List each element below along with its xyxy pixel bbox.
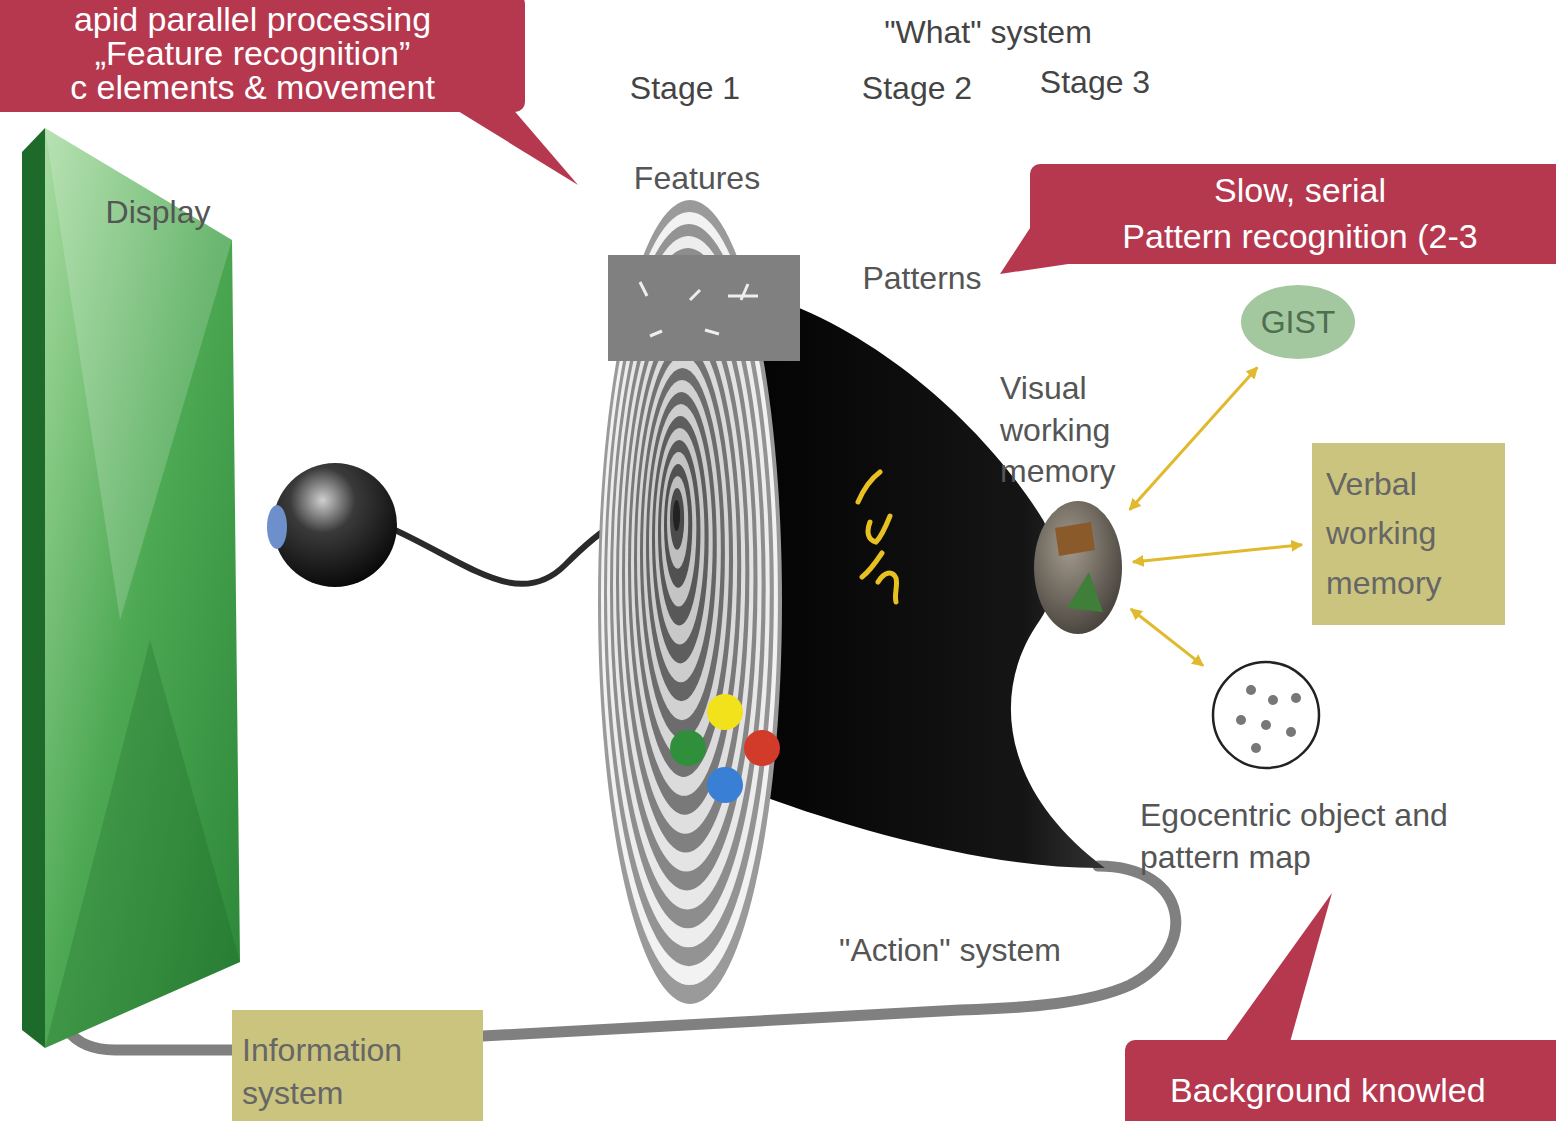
- map-dot: [1246, 685, 1256, 695]
- map-circle-outline: [1211, 660, 1321, 770]
- map-dot: [1268, 695, 1278, 705]
- gist-shape: [1241, 285, 1355, 359]
- node-text: apid parallel processing: [74, 2, 431, 36]
- node-text: c elements & movement: [70, 70, 435, 104]
- memory-link-arrow: [1130, 367, 1258, 509]
- map-dot: [1286, 727, 1296, 737]
- map-dot: [1261, 720, 1271, 730]
- gist-ellipse: GIST: [1240, 284, 1356, 360]
- color-dot: [707, 767, 743, 803]
- disc-ring: [649, 404, 713, 682]
- disc-ring: [652, 416, 709, 663]
- node-text: Background knowled: [1170, 1070, 1486, 1111]
- callout-box: Background knowled: [1125, 1040, 1556, 1121]
- disc-ring: [667, 476, 688, 569]
- pupil: [267, 505, 287, 549]
- disc-ring: [655, 428, 705, 644]
- feature-marks: [640, 282, 758, 336]
- disc-ring: [643, 380, 721, 720]
- color-dot: [707, 694, 743, 730]
- disc-ring: [628, 320, 741, 815]
- node-text: Pattern recognition (2-3: [1122, 214, 1477, 260]
- disc-ring: [673, 500, 680, 531]
- memory-object: [1067, 572, 1103, 612]
- diagram-label: "Action" system: [839, 932, 1061, 969]
- pattern-glyph: [858, 472, 897, 602]
- system-box: Information system: [232, 1010, 483, 1121]
- diagram-label: Features: [634, 160, 760, 197]
- diagram-label: Stage 2: [862, 70, 972, 107]
- memory-oval: Visual working memory: [1033, 500, 1123, 635]
- node-text: Information system: [242, 1029, 402, 1115]
- callout-box: apid parallel processing„Feature recogni…: [0, 0, 525, 112]
- map-dot: [1291, 693, 1301, 703]
- node-text: Verbal working memory: [1326, 460, 1442, 609]
- node-text: „Feature recognition”: [95, 36, 411, 70]
- color-dot: [744, 730, 780, 766]
- map-dot: [1251, 743, 1261, 753]
- map-shape: [1213, 662, 1319, 768]
- disc-ring: [622, 296, 749, 853]
- diagram-label: Display: [106, 194, 211, 231]
- display-side: [22, 128, 45, 1048]
- callout-pointer: [440, 100, 578, 185]
- disc-ring: [661, 452, 696, 607]
- cable: [483, 866, 1176, 1036]
- eyeball: [273, 463, 397, 587]
- outside-label: Visual working memory: [1000, 368, 1116, 493]
- disc-ring: [640, 368, 725, 739]
- disc-ring: [619, 284, 753, 872]
- disc-ring: [616, 272, 758, 890]
- map-circle: Egocentric object and pattern map: [1211, 660, 1321, 770]
- disc-ring: [658, 440, 700, 626]
- disc-ring: [670, 488, 684, 550]
- feature-patch: [608, 255, 800, 361]
- display-facet: [45, 128, 232, 620]
- callout-box: Slow, serialPattern recognition (2-3: [1030, 164, 1556, 264]
- disc-ring: [625, 308, 745, 834]
- node-text: GIST: [1261, 303, 1336, 341]
- memory-link-arrow: [1131, 609, 1203, 666]
- diagram-label: Stage 1: [630, 70, 740, 107]
- disc-ring: [664, 464, 692, 588]
- diagram-label: "What" system: [884, 14, 1092, 51]
- memory-oval-outline: [1033, 500, 1123, 635]
- outside-label: Egocentric object and pattern map: [1140, 795, 1470, 878]
- display-facet: [45, 640, 240, 1048]
- memory-object: [1055, 522, 1095, 556]
- memory-shape: [1034, 501, 1122, 634]
- display-screen: [45, 128, 240, 1048]
- node-text: Slow, serial: [1214, 168, 1386, 214]
- diagram-label: Patterns: [862, 260, 981, 297]
- memory-box: Verbal working memory: [1312, 443, 1505, 625]
- callout-pointer: [1225, 893, 1332, 1042]
- map-dot: [1236, 715, 1246, 725]
- diagram-label: Stage 3: [1040, 64, 1150, 101]
- color-dot: [670, 730, 706, 766]
- memory-link-arrow: [1133, 545, 1302, 562]
- disc-ring: [646, 392, 717, 701]
